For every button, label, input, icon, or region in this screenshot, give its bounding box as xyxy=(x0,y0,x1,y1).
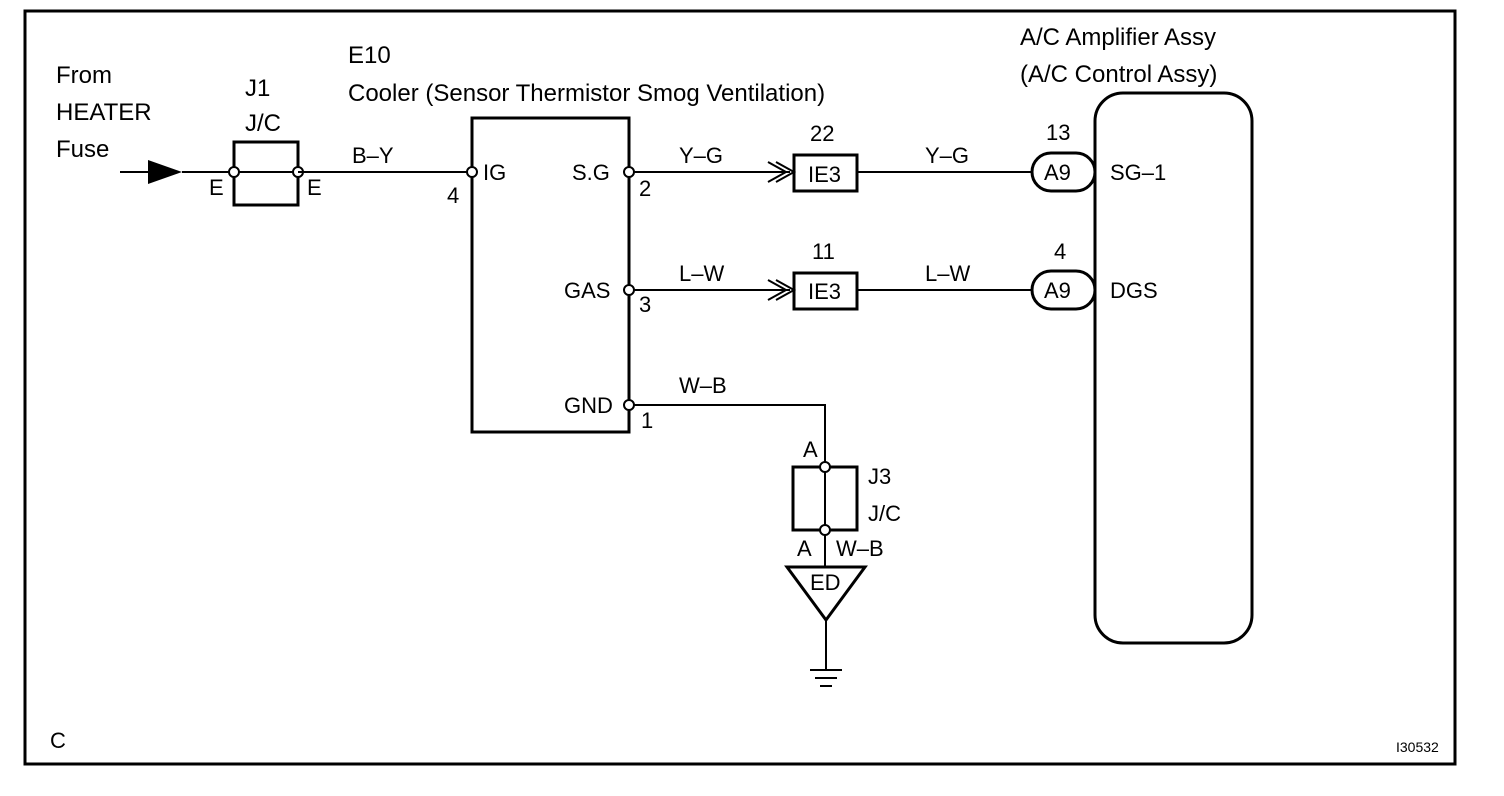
j3-pin-bottom: A xyxy=(797,536,812,561)
a9-label-dgs: A9 xyxy=(1044,278,1071,303)
e10-pin-ig: IG xyxy=(483,160,506,185)
j3-wire-label: W–B xyxy=(836,536,884,561)
j1-pin-right: E xyxy=(307,175,322,200)
amp-pin-sg: SG–1 xyxy=(1110,160,1166,185)
j3-junction-connector: A J3 J/C A W–B xyxy=(791,437,901,561)
j3-terminal-top xyxy=(819,461,831,473)
e10-pin-gas-no: 3 xyxy=(639,292,651,317)
e10-pin-sg-no: 2 xyxy=(639,176,651,201)
e10-pin-gnd-no: 1 xyxy=(641,408,653,433)
wire-w-b-label: W–B xyxy=(679,373,727,398)
j3-terminal-bottom xyxy=(819,524,831,536)
e10-code: E10 xyxy=(348,42,391,69)
e10-pin-gnd: GND xyxy=(564,393,613,418)
ac-amplifier-assy: A/C Amplifier Assy (A/C Control Assy) SG… xyxy=(1020,24,1254,645)
ground-point-ed: ED xyxy=(784,535,868,687)
diagram-frame xyxy=(23,9,1457,766)
amp-pin-sg-no: 13 xyxy=(1046,120,1070,145)
ground-label: ED xyxy=(810,570,841,595)
a9-connector-sg: 13 A9 xyxy=(1030,120,1097,193)
source-label: From HEATER Fuse xyxy=(56,62,152,163)
e10-cooler-sensor: E10 Cooler (Sensor Thermistor Smog Venti… xyxy=(348,42,825,434)
amp-title-1: A/C Amplifier Assy xyxy=(1020,24,1216,51)
wire-b-y-label: B–Y xyxy=(352,143,394,168)
j1-type: J/C xyxy=(245,110,281,137)
corner-label: C xyxy=(50,728,66,753)
j1-pin-left: E xyxy=(209,175,224,200)
e10-terminal-gnd xyxy=(623,399,635,411)
e10-terminal-gas xyxy=(623,284,635,296)
j3-type: J/C xyxy=(868,501,901,526)
amp-title-2: (A/C Control Assy) xyxy=(1020,61,1217,88)
ie3-pin-top: 22 xyxy=(810,121,834,146)
e10-pin-gas: GAS xyxy=(564,278,610,303)
ie3-label-bottom: IE3 xyxy=(808,279,841,304)
e10-terminal-sg xyxy=(623,166,635,178)
e10-pin-sg: S.G xyxy=(572,160,610,185)
figure-reference: I30532 xyxy=(1396,739,1439,755)
a9-connector-dgs: 4 A9 xyxy=(1030,239,1097,311)
wire-w-b xyxy=(634,404,826,467)
source-line-3: Fuse xyxy=(56,136,109,163)
ie3-label-top: IE3 xyxy=(808,162,841,187)
wire-y-g-label-1: Y–G xyxy=(679,143,723,168)
j1-name: J1 xyxy=(245,75,270,102)
j3-pin-top: A xyxy=(803,437,818,462)
source-line-2: HEATER xyxy=(56,99,152,126)
e10-name: Cooler (Sensor Thermistor Smog Ventilati… xyxy=(348,80,825,107)
ie3-pin-bottom: 11 xyxy=(812,239,835,264)
e10-pin-ig-no: 4 xyxy=(447,183,459,208)
source-arrow xyxy=(120,160,234,184)
e10-terminal-ig xyxy=(466,166,478,178)
amp-pin-dgs-no: 4 xyxy=(1054,239,1066,264)
amp-pin-dgs: DGS xyxy=(1110,278,1158,303)
a9-label-sg: A9 xyxy=(1044,160,1071,185)
j1-terminal-left xyxy=(228,166,240,178)
source-line-1: From xyxy=(56,62,112,89)
wire-l-w-label-2: L–W xyxy=(925,261,970,286)
wire-y-g-label-2: Y–G xyxy=(925,143,969,168)
ie3-connector-bottom: 11 IE3 xyxy=(792,239,859,311)
j1-junction-connector: J1 J/C E E xyxy=(209,75,322,207)
ie3-connector-top: 22 IE3 xyxy=(792,121,859,193)
wire-l-w-label-1: L–W xyxy=(679,261,724,286)
j3-name: J3 xyxy=(868,464,891,489)
